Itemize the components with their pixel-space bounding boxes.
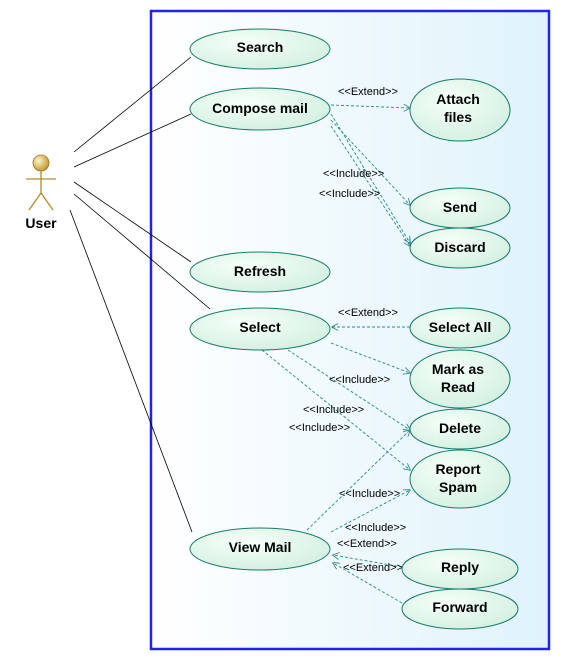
usecase-select-all[interactable]: Select All xyxy=(409,307,511,349)
usecase-attach-label-2: files xyxy=(444,109,472,125)
actor-head-icon xyxy=(32,154,50,172)
usecase-markread-label-1: Mark as xyxy=(432,361,484,377)
dep-select-spam xyxy=(261,349,410,470)
stereo-select-spam: <<Include>> xyxy=(289,422,350,434)
usecase-mark-as-read[interactable]: Mark as Read xyxy=(409,349,511,409)
dep-compose-discard-2 xyxy=(330,125,410,246)
usecase-report-spam[interactable]: Report Spam xyxy=(409,449,511,509)
usecase-delete-label: Delete xyxy=(439,420,481,436)
assoc-select xyxy=(73,193,211,310)
usecase-markread-label-2: Read xyxy=(441,379,475,395)
usecase-select[interactable]: Select xyxy=(189,307,331,351)
usecase-spam-label-2: Spam xyxy=(439,479,477,495)
assoc-search xyxy=(73,56,192,153)
stereo-compose-discard: <<Include>> xyxy=(319,188,380,200)
stereo-select-delete: <<Include>> xyxy=(303,404,364,416)
actor-body-icon xyxy=(26,171,56,211)
actor-user[interactable]: User xyxy=(25,154,57,231)
usecase-spam-label-1: Report xyxy=(435,461,480,477)
dep-forward-viewmail xyxy=(333,563,403,604)
dependencies xyxy=(261,105,410,604)
dep-compose-discard xyxy=(330,113,410,243)
usecase-search-label: Search xyxy=(237,39,284,55)
assoc-compose xyxy=(73,113,192,168)
stereo-select-markread: <<Include>> xyxy=(329,374,390,386)
dep-reply-viewmail xyxy=(333,555,403,568)
stereo-viewmail-spam: <<Include>> xyxy=(345,522,406,534)
stereo-viewmail-delete: <<Include>> xyxy=(339,488,400,500)
dep-compose-attach xyxy=(330,105,410,108)
usecase-refresh-label: Refresh xyxy=(234,263,286,279)
usecase-compose-label: Compose mail xyxy=(212,100,308,116)
usecase-send[interactable]: Send xyxy=(409,187,511,229)
usecase-forward-label: Forward xyxy=(432,599,487,615)
usecase-refresh[interactable]: Refresh xyxy=(189,251,331,293)
usecase-discard-label: Discard xyxy=(434,239,485,255)
usecase-attach-label-1: Attach xyxy=(436,91,480,107)
dep-compose-send xyxy=(330,119,410,205)
dep-viewmail-delete xyxy=(306,430,410,531)
usecase-select-label: Select xyxy=(239,319,281,335)
usecase-forward[interactable]: Forward xyxy=(401,588,519,630)
stereo-forward: <<Extend>> xyxy=(343,562,403,574)
usecase-delete[interactable]: Delete xyxy=(409,408,511,450)
usecase-view-mail[interactable]: View Mail xyxy=(189,527,331,571)
assoc-refresh xyxy=(73,181,192,263)
usecase-reply-label: Reply xyxy=(441,559,479,575)
usecase-reply[interactable]: Reply xyxy=(401,548,519,590)
associations xyxy=(69,56,211,533)
stereo-reply: <<Extend>> xyxy=(337,538,397,550)
actor-user-label: User xyxy=(25,215,57,231)
dep-select-markread xyxy=(330,342,410,373)
stereo-compose-attach: <<Extend>> xyxy=(338,86,398,98)
usecase-viewmail-label: View Mail xyxy=(229,539,292,555)
usecase-selectall-label: Select All xyxy=(429,319,492,335)
usecase-discard[interactable]: Discard xyxy=(409,227,511,269)
dep-select-delete xyxy=(287,349,410,430)
usecase-send-label: Send xyxy=(443,199,477,215)
use-cases: Search Compose mail Attach files Send Di… xyxy=(189,28,519,630)
usecase-attach-files[interactable]: Attach files xyxy=(409,78,511,142)
stereo-selectall: <<Extend>> xyxy=(338,307,398,319)
assoc-viewmail xyxy=(69,209,193,533)
stereotype-labels: <<Extend>> <<Include>> <<Include>> <<Ext… xyxy=(289,86,406,574)
usecase-search[interactable]: Search xyxy=(189,28,331,70)
stereo-compose-send: <<Include>> xyxy=(323,168,384,180)
usecase-compose-mail[interactable]: Compose mail xyxy=(189,87,331,131)
